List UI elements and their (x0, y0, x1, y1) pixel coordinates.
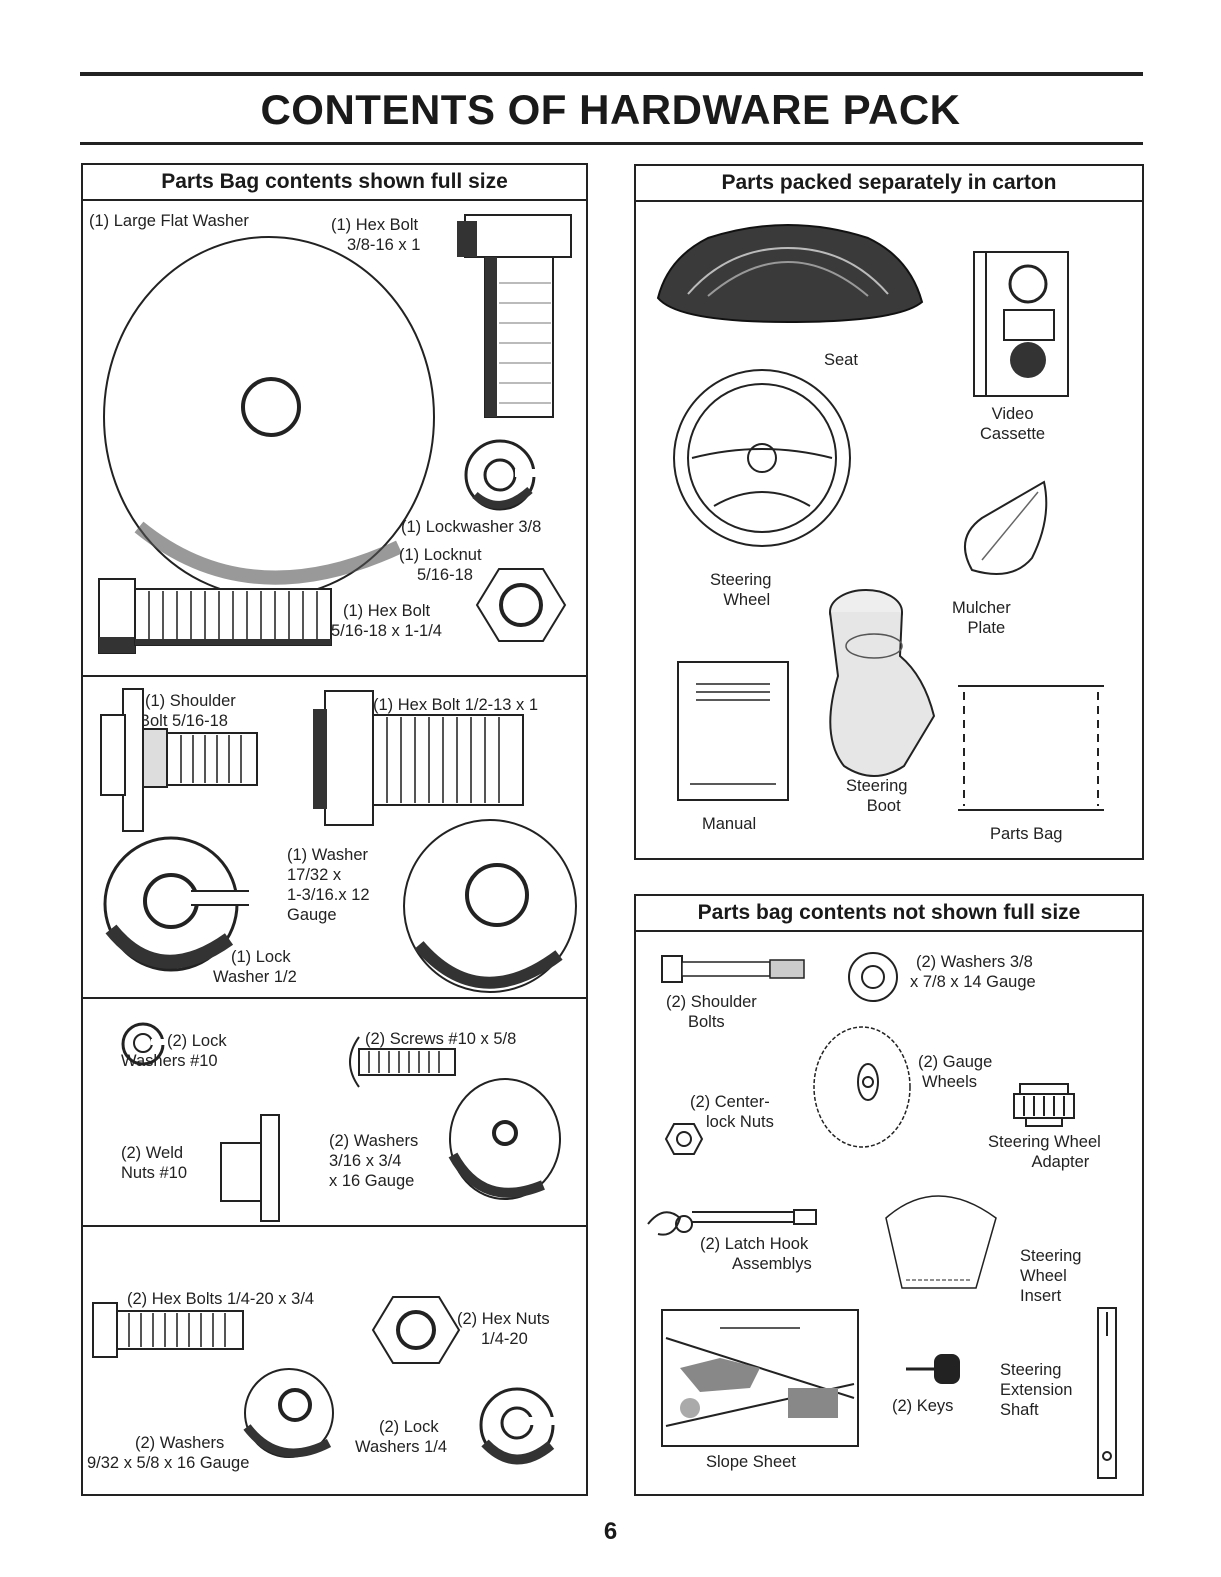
label-parts-bag: Parts Bag (990, 825, 1063, 843)
latch-hook-icon (647, 1209, 817, 1236)
label-washer-1732: (1) Washer 17/32 x 1-3/16.x 12 Gauge (287, 846, 370, 924)
steering-boot-icon (829, 589, 936, 777)
title-underline (80, 142, 1143, 145)
label-hex-nuts-14: (2) Hex Nuts 1/4-20 (457, 1310, 550, 1348)
steering-wheel-insert-icon (885, 1195, 997, 1289)
label-steering-wheel-adapter: Steering Wheel Adapter (988, 1133, 1101, 1171)
panel-not-full-size: Parts bag contents not shown full size (… (634, 894, 1144, 1496)
gauge-wheel-icon (813, 1026, 911, 1148)
label-hex-bolt-516: (1) Hex Bolt 5/16-18 x 1-1/4 (331, 602, 442, 640)
panel-heading-not-full-size: Parts bag contents not shown full size (636, 896, 1142, 932)
shoulder-bolt-small-icon (661, 955, 805, 983)
section-divider-3 (83, 1225, 586, 1227)
hex-bolt-12-icon (313, 690, 524, 826)
washer-1732-icon (403, 819, 577, 993)
lockwasher-38-icon (464, 439, 539, 511)
label-lock-washers-14: (2) Lock Washers 1/4 (355, 1418, 448, 1456)
label-large-flat-washer: (1) Large Flat Washer (89, 212, 249, 230)
label-steering-boot: Steering Boot (846, 777, 908, 815)
locknut-icon (475, 568, 567, 642)
screw-10-icon (349, 1036, 456, 1088)
page-title: CONTENTS OF HARDWARE PACK (260, 86, 961, 133)
washer-316-icon (448, 1078, 561, 1200)
hex-bolt-516-icon (98, 578, 332, 654)
label-weld-nuts: (2) Weld Nuts #10 (121, 1144, 188, 1182)
label-mulcher-plate: Mulcher Plate (952, 599, 1011, 637)
label-shoulder-bolt: (1) Shoulder Bolt 5/16-18 (139, 692, 236, 730)
panel-full-size-parts: Parts Bag contents shown full size (1) L… (81, 163, 588, 1496)
label-lock-washer-12: (1) Lock Washer 1/2 (213, 948, 297, 986)
label-hex-bolts-14: (2) Hex Bolts 1/4-20 x 3/4 (127, 1290, 315, 1308)
label-centerlock-nuts: (2) Center- lock Nuts (690, 1093, 774, 1131)
label-lock-washers-10: (2) Lock Washers #10 (121, 1032, 227, 1070)
label-hex-bolt-12: (1) Hex Bolt 1/2-13 x 1 (373, 696, 539, 714)
steering-wheel-adapter-icon (1013, 1083, 1075, 1127)
top-rule (80, 72, 1143, 76)
video-cassette-icon (973, 251, 1069, 397)
lock-washer-12-icon (103, 836, 251, 972)
seat-icon (656, 224, 924, 324)
label-hex-bolt-38: (1) Hex Bolt 3/8-16 x 1 (331, 216, 421, 254)
hex-nut-14-icon (371, 1296, 461, 1364)
label-locknut: (1) Locknut 5/16-18 (399, 546, 482, 584)
large-flat-washer-icon (103, 236, 435, 598)
steering-extension-shaft-icon (1097, 1307, 1117, 1479)
label-washers-932: (2) Washers 9/32 x 5/8 x 16 Gauge (87, 1434, 250, 1472)
centerlock-nut-icon (664, 1123, 704, 1155)
slope-sheet-icon (661, 1309, 859, 1447)
label-latch-hook: (2) Latch Hook Assemblys (700, 1235, 812, 1273)
panel-heading-packed-separately: Parts packed separately in carton (636, 166, 1142, 202)
panel-packed-separately: Parts packed separately in carton Seat V… (634, 164, 1144, 860)
washer-38-icon (848, 952, 898, 1002)
label-washers-38: (2) Washers 3/8 x 7/8 x 14 Gauge (910, 953, 1036, 991)
lock-washer-14-icon (479, 1387, 557, 1465)
mulcher-plate-icon (964, 480, 1048, 575)
label-steering-extension-shaft: Steering Extension Shaft (1000, 1361, 1073, 1419)
label-screws-10: (2) Screws #10 x 5/8 (365, 1030, 517, 1048)
label-steering-wheel: Steering Wheel (710, 571, 772, 609)
steering-wheel-icon (673, 369, 851, 547)
label-keys: (2) Keys (892, 1397, 954, 1415)
label-lockwasher-38: (1) Lockwasher 3/8 (401, 518, 542, 536)
shoulder-bolt-icon (100, 688, 258, 832)
washer-932-icon (243, 1368, 334, 1458)
weld-nut-icon (220, 1114, 280, 1222)
section-divider-1 (83, 675, 586, 677)
label-seat: Seat (824, 351, 858, 369)
parts-bag-icon (958, 685, 1104, 811)
label-slope-sheet: Slope Sheet (706, 1453, 796, 1471)
label-video-cassette: Video Cassette (980, 405, 1046, 443)
label-washers-316: (2) Washers 3/16 x 3/4 x 16 Gauge (329, 1132, 419, 1190)
panel-heading-full-size: Parts Bag contents shown full size (83, 165, 586, 201)
label-manual: Manual (702, 815, 757, 833)
lock-washer-10-icon (121, 1022, 167, 1066)
label-gauge-wheels: (2) Gauge Wheels (918, 1053, 993, 1091)
hex-bolt-38-icon (457, 214, 572, 418)
manual-icon (677, 661, 789, 801)
key-icon (906, 1354, 960, 1384)
label-steering-wheel-insert: Steering Wheel Insert (1020, 1247, 1082, 1305)
label-shoulder-bolts: (2) Shoulder Bolts (666, 993, 757, 1031)
page-number: 6 (603, 1518, 618, 1545)
hex-bolt-14-icon (92, 1302, 244, 1358)
section-divider-2 (83, 997, 586, 999)
